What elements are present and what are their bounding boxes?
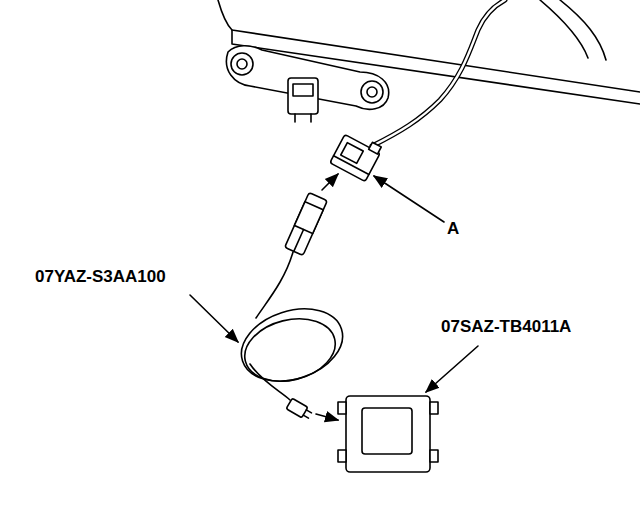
connect-arrow [322, 174, 338, 190]
mounting-bracket [226, 46, 388, 122]
part-number: 07YAZ-S3AA100 [34, 268, 167, 287]
test-box [338, 396, 438, 472]
leader-line [190, 295, 238, 342]
leader-line [374, 176, 444, 222]
small-plug [286, 398, 313, 420]
wire-harness [372, 0, 505, 146]
callout-letter: A [446, 220, 460, 239]
part-number: 07SAZ-TB4011A [440, 318, 572, 337]
test-cable [232, 252, 352, 400]
connect-arrow [316, 414, 338, 420]
leader-line [426, 346, 478, 392]
test-harness-plug [285, 193, 328, 256]
